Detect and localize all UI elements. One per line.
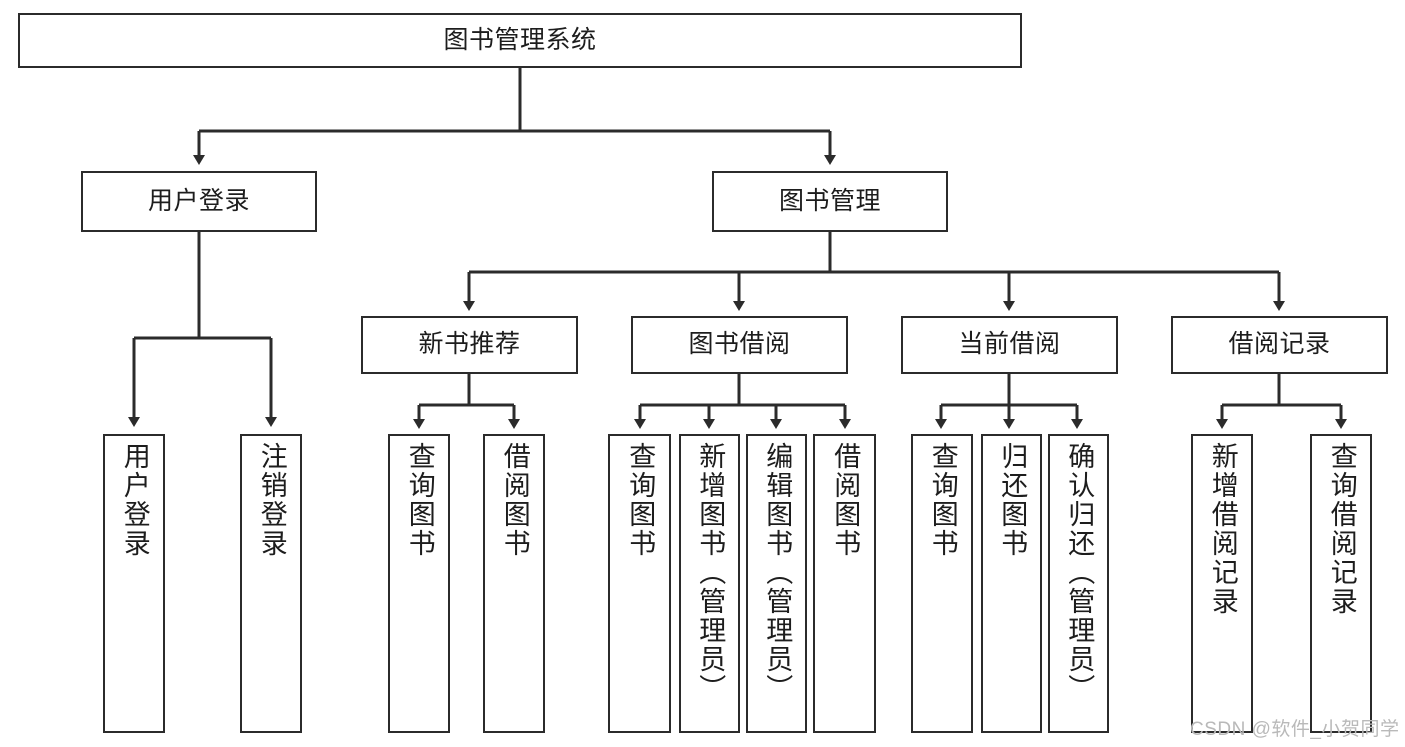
leaf-current-borrow-query-book[interactable]: 查询图书 bbox=[911, 434, 973, 733]
node-label: 新书推荐 bbox=[418, 330, 521, 359]
node-new-book-recommend[interactable]: 新书推荐 bbox=[361, 316, 578, 374]
csdn-watermark: CSDN @软件_小贺同学 bbox=[1190, 719, 1400, 740]
node-label: 图书管理 bbox=[778, 186, 881, 215]
leaf-user-login-logout[interactable]: 注销登录 bbox=[240, 434, 302, 733]
leaf-book-borrow-edit-book-admin[interactable]: 编辑图书（管理员） bbox=[746, 434, 807, 733]
node-label: 用户登录 bbox=[119, 442, 150, 558]
node-borrow-record[interactable]: 借阅记录 bbox=[1171, 316, 1388, 374]
node-label: 查询图书 bbox=[404, 442, 435, 558]
node-label: 注销登录 bbox=[256, 442, 287, 558]
node-label: 编辑图书（管理员） bbox=[762, 442, 793, 703]
node-user-login[interactable]: 用户登录 bbox=[81, 171, 317, 232]
leaf-borrow-record-query-record[interactable]: 查询借阅记录 bbox=[1310, 434, 1372, 733]
node-label: 图书管理系统 bbox=[443, 25, 597, 54]
node-root-book-management-system[interactable]: 图书管理系统 bbox=[18, 13, 1022, 68]
node-label: 归还图书 bbox=[997, 442, 1028, 558]
node-book-management[interactable]: 图书管理 bbox=[712, 171, 948, 232]
node-label: 新增图书（管理员） bbox=[695, 442, 726, 703]
leaf-new-book-borrow-book[interactable]: 借阅图书 bbox=[483, 434, 545, 733]
leaf-borrow-record-add-record[interactable]: 新增借阅记录 bbox=[1191, 434, 1253, 733]
node-label: 图书借阅 bbox=[688, 330, 791, 359]
leaf-current-borrow-confirm-return-admin[interactable]: 确认归还（管理员） bbox=[1048, 434, 1109, 733]
leaf-current-borrow-return-book[interactable]: 归还图书 bbox=[981, 434, 1042, 733]
node-label: 借阅图书 bbox=[830, 442, 861, 558]
node-label: 用户登录 bbox=[147, 186, 250, 215]
node-book-borrow[interactable]: 图书借阅 bbox=[631, 316, 848, 374]
node-label: 借阅记录 bbox=[1228, 330, 1331, 359]
node-current-borrow[interactable]: 当前借阅 bbox=[901, 316, 1118, 374]
leaf-book-borrow-add-book-admin[interactable]: 新增图书（管理员） bbox=[679, 434, 740, 733]
leaf-user-login-login[interactable]: 用户登录 bbox=[103, 434, 165, 733]
leaf-book-borrow-borrow-book[interactable]: 借阅图书 bbox=[813, 434, 876, 733]
leaf-book-borrow-query-book[interactable]: 查询图书 bbox=[608, 434, 671, 733]
node-label: 确认归还（管理员） bbox=[1064, 442, 1095, 703]
node-label: 当前借阅 bbox=[958, 330, 1061, 359]
node-label: 查询图书 bbox=[927, 442, 958, 558]
node-label: 新增借阅记录 bbox=[1207, 442, 1238, 616]
node-label: 查询借阅记录 bbox=[1326, 442, 1357, 616]
leaf-new-book-query-book[interactable]: 查询图书 bbox=[388, 434, 450, 733]
node-label: 查询图书 bbox=[625, 442, 656, 558]
node-label: 借阅图书 bbox=[499, 442, 530, 558]
